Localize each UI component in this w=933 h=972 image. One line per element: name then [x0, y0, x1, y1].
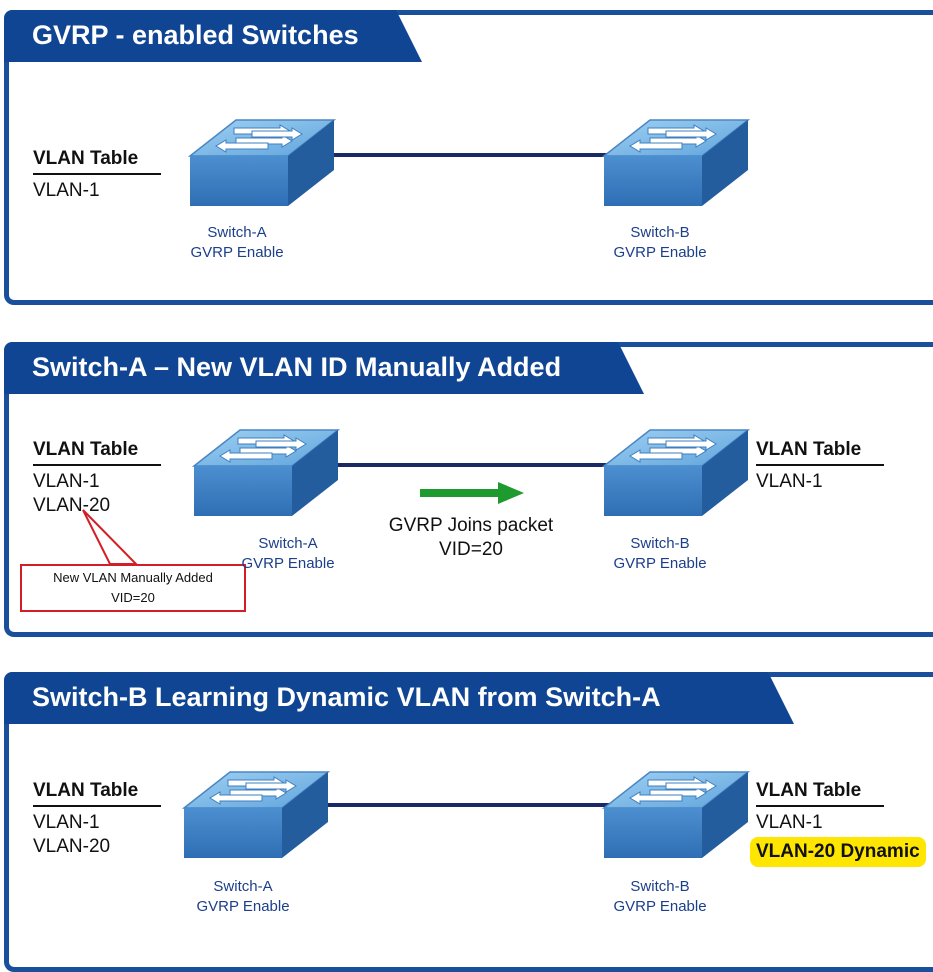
panel-header: Switch-B Learning Dynamic VLAN from Swit…: [4, 672, 794, 724]
switch-status: GVRP Enable: [613, 555, 707, 572]
callout-line: New VLAN Manually Added: [53, 570, 213, 585]
vlan-row: VLAN-20: [33, 836, 111, 857]
vlan-table-header: VLAN Table: [33, 148, 161, 175]
panel-title: Switch-A – New VLAN ID Manually Added: [32, 352, 562, 382]
vlan-row: VLAN-1: [33, 471, 100, 492]
switch-name: Switch-B: [630, 224, 690, 241]
callout-pointer: [82, 509, 139, 565]
dynamic-vlan-badge: VLAN-20 Dynamic: [750, 837, 926, 867]
packet-line: GVRP Joins packet: [388, 515, 554, 536]
vlan-table-switch-b: VLAN Table VLAN-1: [756, 439, 884, 494]
vlan-row: VLAN-1: [33, 812, 100, 833]
panel-title: Switch-B Learning Dynamic VLAN from Swit…: [32, 682, 661, 712]
callout-line: VID=20: [111, 590, 155, 605]
switch-status: GVRP Enable: [190, 244, 284, 261]
vlan-row: VLAN-20: [33, 495, 111, 516]
vlan-table-switch-b: VLAN Table VLAN-1 VLAN-20 Dynamic: [750, 780, 926, 867]
packet-line: VID=20: [439, 539, 503, 560]
switch-b-caption: Switch-B GVRP Enable: [585, 877, 735, 917]
panel-header: GVRP - enabled Switches: [4, 10, 422, 62]
switch-status: GVRP Enable: [196, 898, 290, 915]
switch-name: Switch-A: [207, 224, 267, 241]
switch-name: Switch-B: [630, 535, 690, 552]
vlan-table-header: VLAN Table: [33, 439, 161, 466]
switch-status: GVRP Enable: [241, 555, 335, 572]
switch-a-caption: Switch-A GVRP Enable: [168, 877, 318, 917]
switch-name: Switch-A: [213, 878, 273, 895]
vlan-row: VLAN-1: [33, 180, 100, 201]
vlan-table-switch-a: VLAN Table VLAN-1 VLAN-20: [33, 780, 161, 859]
switch-a-caption: Switch-A GVRP Enable: [162, 223, 312, 263]
switch-b-icon: [602, 428, 750, 518]
switch-a-caption: Switch-A GVRP Enable: [213, 534, 363, 574]
vlan-table-header: VLAN Table: [756, 780, 884, 807]
switch-status: GVRP Enable: [613, 244, 707, 261]
switch-b-caption: Switch-B GVRP Enable: [585, 534, 735, 574]
gvrp-packet-label: GVRP Joins packet VID=20: [361, 514, 581, 562]
switch-status: GVRP Enable: [613, 898, 707, 915]
vlan-table-switch-a: VLAN Table VLAN-1: [33, 148, 161, 203]
switch-a-icon: [188, 118, 336, 208]
switch-a-icon: [182, 770, 330, 860]
switch-b-icon: [602, 770, 750, 860]
switch-b-icon: [602, 118, 750, 208]
link-line: [300, 803, 630, 807]
panel-manual-add: Switch-A – New VLAN ID Manually Added: [4, 342, 933, 637]
vlan-table-header: VLAN Table: [756, 439, 884, 466]
panel-header: Switch-A – New VLAN ID Manually Added: [4, 342, 644, 394]
manual-add-callout: New VLAN Manually Added VID=20: [20, 564, 246, 612]
switch-b-caption: Switch-B GVRP Enable: [585, 223, 735, 263]
vlan-table-header: VLAN Table: [33, 780, 161, 807]
link-line: [300, 153, 630, 157]
switch-name: Switch-B: [630, 878, 690, 895]
panel-title: GVRP - enabled Switches: [32, 20, 359, 50]
switch-a-icon: [192, 428, 340, 518]
switch-name: Switch-A: [258, 535, 318, 552]
vlan-table-switch-a: VLAN Table VLAN-1 VLAN-20: [33, 439, 161, 518]
vlan-row: VLAN-1: [756, 812, 823, 833]
panel-gvrp-enabled: GVRP - enabled Switches: [4, 10, 933, 305]
panel-dynamic-learning: Switch-B Learning Dynamic VLAN from Swit…: [4, 672, 933, 972]
gvrp-join-arrow-icon: [420, 482, 524, 504]
vlan-row: VLAN-1: [756, 471, 823, 492]
link-line: [300, 463, 630, 467]
